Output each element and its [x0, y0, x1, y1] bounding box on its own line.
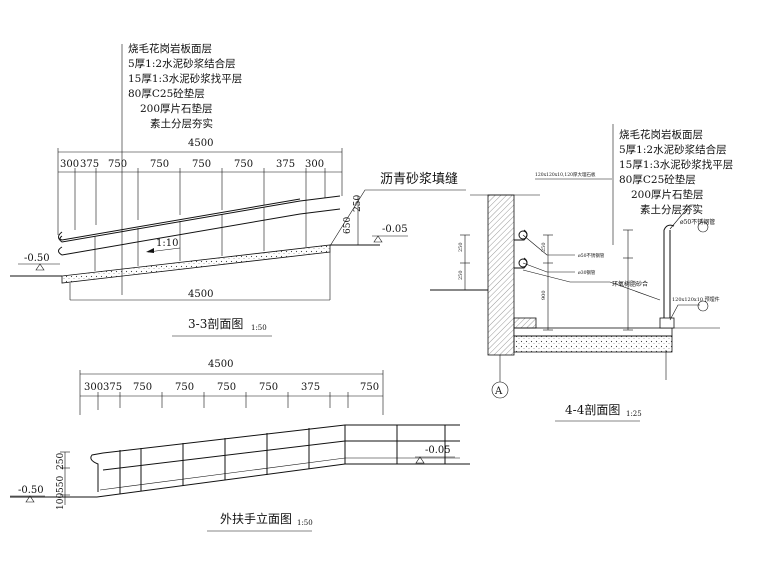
layer-label: 5厚1:2水泥砂浆结合层: [619, 143, 727, 156]
segment-dimension: 375: [276, 159, 295, 170]
layer-label: 15厚1:3水泥砂浆找平层: [619, 158, 733, 171]
level-right: -0.05: [382, 224, 408, 235]
layer-label: 80厚C25砼垫层: [619, 173, 696, 186]
note-leader: [522, 269, 661, 301]
detail-marker: [697, 221, 709, 233]
segment-dimension: 750: [259, 382, 278, 393]
segment-dimension: 750: [234, 159, 253, 170]
layer-label: 80厚C25砼垫层: [128, 87, 205, 100]
ramp-slope-line: [96, 463, 346, 498]
segment-dimension: 375: [301, 382, 320, 393]
small-dimension: 250: [541, 242, 547, 252]
slope-arrowhead: [146, 248, 154, 253]
ring-note: 环氧树脂砂合: [612, 280, 648, 288]
layer-label: 200厚片石垫层: [140, 102, 213, 115]
section-scale: 1:25: [626, 410, 642, 418]
level-triangle: [25, 495, 35, 503]
handrail-tube: [518, 258, 528, 268]
level-triangle: [35, 263, 45, 271]
small-dimension: 250: [458, 242, 464, 252]
note-leader: [522, 234, 575, 256]
floor-finish: [513, 327, 673, 337]
layer-label: 素土分层夯实: [150, 117, 213, 130]
segment-dimension: 300: [84, 382, 103, 393]
dimension-ticks: [79, 370, 384, 415]
vertical-dimension: 250: [56, 453, 66, 470]
small-dimension: 900: [541, 290, 547, 300]
small-note: ø50不锈钢管: [578, 252, 605, 259]
layer-label: 素土分层夯实: [640, 203, 703, 216]
anchor-note: 120x120x10 预埋件: [672, 296, 720, 303]
axis-bubble: [491, 381, 509, 399]
section-title: 4-4剖面图: [565, 403, 620, 417]
note-leader: [522, 262, 575, 273]
segment-dims-elevation: 300 375 750 750 750 750 375 750: [84, 382, 379, 393]
handrail-3-3: [58, 195, 341, 271]
vertical-dimension: 550: [56, 476, 66, 493]
segment-dimension: 750: [217, 382, 236, 393]
edge-curb: [513, 317, 537, 329]
axis-label: A: [494, 386, 503, 397]
vertical-dimension: 250: [353, 195, 363, 212]
total-dimension-top: 4500: [188, 138, 213, 149]
segment-dimension: 375: [80, 159, 99, 170]
pipe-note: ø50不锈钢管: [680, 218, 715, 226]
callout-label: 沥青砂浆填缝: [380, 172, 458, 187]
layer-label: 烧毛花岗岩板面层: [128, 42, 212, 55]
note-leader: [669, 304, 700, 321]
small-note: 120x120x10,120厚大理石板: [535, 171, 596, 178]
segment-dimension: 750: [150, 159, 169, 170]
segment-dimension: 750: [360, 382, 379, 393]
handrail-elevation: 4500 300 375 750 750 750 750 375 750: [10, 359, 470, 532]
segment-dimension: 750: [133, 382, 152, 393]
layer-label: 烧毛花岗岩板面层: [619, 128, 703, 141]
layer-label: 15厚1:3水泥砂浆找平层: [128, 72, 242, 85]
segment-dimension: 750: [192, 159, 211, 170]
level-left: -0.50: [24, 253, 50, 264]
vertical-dimension: 650: [343, 217, 353, 234]
detail-marker: [697, 300, 709, 312]
layer-label: 5厚1:2水泥砂浆结合层: [128, 57, 236, 70]
small-dims-4-4: 250 250 250 900: [458, 242, 547, 300]
handrail-frame: [90, 424, 460, 494]
small-dimension: 250: [458, 270, 464, 280]
callout-leader: [329, 189, 466, 247]
layer-label: 200厚片石垫层: [631, 188, 704, 201]
wall-section: [487, 194, 515, 356]
level-triangle: [373, 235, 383, 243]
slope-label: 1:10: [156, 238, 178, 249]
vertical-dimension: 100: [56, 493, 66, 510]
small-note: ø30钢管: [578, 269, 596, 276]
segment-dims-3-3: 300 375 750 750 750 750 375 300: [60, 159, 324, 170]
note-leader: [669, 204, 696, 230]
ramp-body: [10, 244, 380, 301]
segment-dimension: 375: [103, 382, 122, 393]
concrete-base: [513, 335, 673, 353]
handrail-tube: [518, 230, 528, 240]
segment-dimension: 750: [175, 382, 194, 393]
dimension-chains-4-4: [460, 229, 667, 380]
segment-dimension: 300: [60, 159, 79, 170]
section-scale: 1:50: [251, 324, 267, 332]
post-base-plate: [659, 317, 675, 329]
segment-dimension: 300: [305, 159, 324, 170]
section-scale: 1:50: [297, 519, 313, 527]
section-4-4: 烧毛花岗岩板面层 5厚1:2水泥砂浆结合层 15厚1:3水泥砂浆找平层 80厚C…: [430, 124, 733, 422]
section-title: 3-3剖面图: [188, 317, 243, 331]
section-3-3: 烧毛花岗岩板面层 5厚1:2水泥砂浆结合层 15厚1:3水泥砂浆找平层 80厚C…: [10, 42, 466, 337]
segment-dimension: 750: [108, 159, 127, 170]
dimension-ticks: [57, 148, 343, 235]
level-triangle: [415, 456, 425, 464]
level-left: -0.50: [18, 485, 44, 496]
level-right: -0.05: [425, 445, 451, 456]
layer-list-4-4: 烧毛花岗岩板面层 5厚1:2水泥砂浆结合层 15厚1:3水泥砂浆找平层 80厚C…: [619, 128, 733, 216]
section-title: 外扶手立面图: [220, 511, 292, 526]
total-dimension-bottom: 4500: [188, 289, 213, 300]
layer-list-3-3: 烧毛花岗岩板面层 5厚1:2水泥砂浆结合层 15厚1:3水泥砂浆找平层 80厚C…: [128, 42, 242, 130]
total-dimension: 4500: [208, 359, 233, 370]
